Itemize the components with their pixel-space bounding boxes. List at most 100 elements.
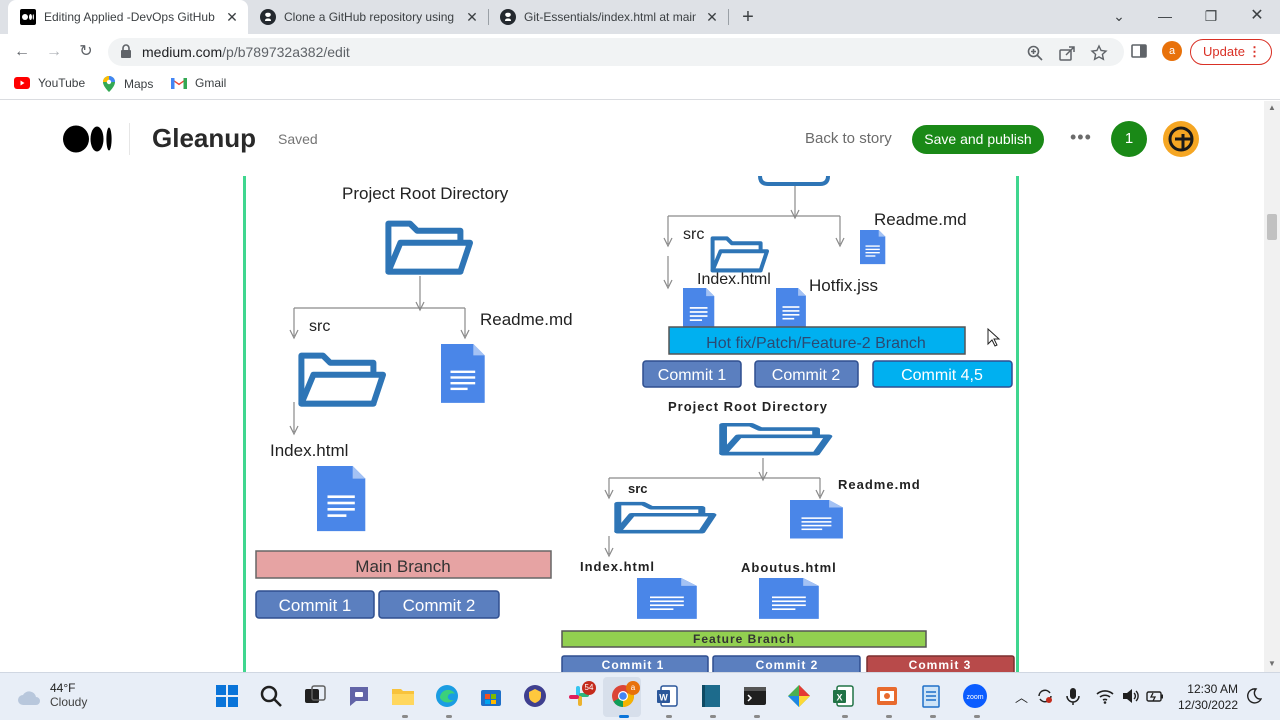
chrome-icon[interactable] xyxy=(610,683,636,709)
left-index-doc-icon xyxy=(317,466,366,532)
left-commit-1-label: Commit 1 xyxy=(279,596,352,615)
wifi-icon[interactable] xyxy=(1096,688,1114,704)
close-tab-icon[interactable]: ✕ xyxy=(706,9,718,25)
top-right-readme-doc-icon xyxy=(860,230,886,265)
running-indicator xyxy=(842,715,848,718)
notifications-badge[interactable]: 1 xyxy=(1111,121,1147,157)
reload-icon[interactable]: ↻ xyxy=(79,43,93,60)
browser-toolbar: ← → ↻ medium.com/p/b789732a382/edit a Up… xyxy=(0,34,1280,70)
tab-clone-github[interactable]: Clone a GitHub repository using ✕ xyxy=(248,0,488,34)
left-root-label: Project Root Directory xyxy=(342,184,509,203)
publication-name[interactable]: Gleanup xyxy=(152,123,257,153)
top-right-index-doc-icon xyxy=(683,288,715,331)
tab-title: Clone a GitHub repository using xyxy=(284,10,455,24)
weather-widget[interactable]: 44°F Cloudy xyxy=(16,681,87,709)
edge-browser-icon[interactable] xyxy=(434,683,460,709)
minimize-button[interactable]: — xyxy=(1158,8,1172,24)
slack-notification-badge: 54 xyxy=(582,681,596,695)
profile-avatar[interactable]: a xyxy=(1162,41,1182,61)
top-right-tree-connector xyxy=(667,186,841,286)
close-tab-icon[interactable]: ✕ xyxy=(466,9,478,25)
excel-icon[interactable]: X xyxy=(830,683,856,709)
scrollbar-thumb[interactable] xyxy=(1267,214,1277,240)
share-icon[interactable] xyxy=(1058,44,1076,62)
forward-arrow-icon[interactable]: → xyxy=(46,43,62,60)
word-icon[interactable]: W xyxy=(654,683,680,709)
bottom-right-src-folder-icon xyxy=(618,504,713,532)
back-to-story-link[interactable]: Back to story xyxy=(805,130,892,147)
system-clock[interactable]: 12:30 AM 12/30/2022 xyxy=(1172,681,1238,713)
bookmark-star-icon[interactable] xyxy=(1090,44,1108,62)
windows-start-icon[interactable] xyxy=(214,683,240,709)
left-index-label: Index.html xyxy=(270,441,348,460)
presentation-app-icon[interactable] xyxy=(874,683,900,709)
feature-branch-label: Feature Branch xyxy=(693,632,795,646)
task-view-icon[interactable] xyxy=(302,683,328,709)
left-commit-1 xyxy=(255,590,375,619)
left-commit-2 xyxy=(378,590,500,619)
save-and-publish-button[interactable]: Save and publish xyxy=(912,125,1044,154)
show-hidden-icons-chevron-icon[interactable]: ︿ xyxy=(1015,690,1029,705)
bookmarks-bar: YouTube Maps Gmail xyxy=(0,70,1280,100)
windows-taskbar: 44°F Cloudy 54 a W X zoom ︿ 12:30 AM 12/… xyxy=(0,672,1280,720)
top-right-readme-label: Readme.md xyxy=(874,210,967,229)
bookmark-label: YouTube xyxy=(38,76,86,90)
app-diamond-icon[interactable] xyxy=(786,683,812,709)
restore-button[interactable]: ❐ xyxy=(1204,8,1218,24)
bookmark-youtube[interactable]: YouTube xyxy=(14,76,85,90)
notepad-icon[interactable] xyxy=(918,683,944,709)
close-tab-icon[interactable]: ✕ xyxy=(226,9,238,25)
medium-logo-icon[interactable] xyxy=(63,125,113,153)
page-scrollbar[interactable]: ▲ ▼ xyxy=(1264,101,1280,672)
sync-icon[interactable] xyxy=(1036,687,1054,705)
address-bar[interactable]: medium.com/p/b789732a382/edit xyxy=(108,38,1124,66)
side-panel-icon[interactable] xyxy=(1131,43,1147,59)
teams-chat-icon[interactable] xyxy=(346,683,372,709)
microsoft-store-icon[interactable] xyxy=(478,683,504,709)
close-window-button[interactable]: ✕ xyxy=(1250,7,1264,24)
top-right-hotfix-label: Hotfix.jss xyxy=(809,276,878,295)
lock-icon[interactable] xyxy=(120,44,132,58)
running-indicator-active xyxy=(619,715,629,718)
file-explorer-icon[interactable] xyxy=(390,683,416,709)
github-icon xyxy=(260,9,276,25)
terminal-icon[interactable] xyxy=(742,683,768,709)
vpn-shield-icon[interactable] xyxy=(522,683,548,709)
bottom-right-aboutus-doc-icon xyxy=(759,578,819,619)
slack-icon[interactable] xyxy=(566,683,592,709)
scroll-down-arrow-icon[interactable]: ▼ xyxy=(1268,659,1276,668)
top-right-hotfix-doc-icon xyxy=(776,288,806,329)
bottom-right-commit-1-label: Commit 1 xyxy=(602,658,665,672)
focus-moon-icon[interactable] xyxy=(1246,688,1262,704)
top-right-root-folder-icon xyxy=(758,176,830,186)
running-indicator xyxy=(402,715,408,718)
user-avatar[interactable] xyxy=(1163,121,1199,157)
bottom-right-aboutus-label: Aboutus.html xyxy=(741,560,837,575)
tab-git-essentials[interactable]: Git-Essentials/index.html at main ✕ xyxy=(488,0,728,34)
browser-tab-strip: Editing Applied -DevOps GitHub ✕ Clone a… xyxy=(0,0,1280,34)
tab-editing-applied[interactable]: Editing Applied -DevOps GitHub ✕ xyxy=(8,0,248,34)
bottom-right-readme-doc-icon xyxy=(790,500,843,539)
new-tab-button[interactable]: + xyxy=(742,6,754,28)
top-right-src-folder-icon xyxy=(713,238,767,270)
youtube-icon xyxy=(14,77,30,89)
more-options-icon[interactable]: ••• xyxy=(1070,127,1092,147)
left-readme-label: Readme.md xyxy=(480,310,573,329)
battery-icon[interactable] xyxy=(1146,688,1164,704)
bookmark-maps[interactable]: Maps xyxy=(102,76,153,92)
tab-search-icon[interactable]: ⌄ xyxy=(1113,8,1125,24)
notebook-app-icon[interactable] xyxy=(698,683,724,709)
header-divider xyxy=(129,123,130,155)
microphone-icon[interactable] xyxy=(1066,687,1080,705)
search-icon[interactable] xyxy=(258,683,284,709)
zoom-icon[interactable] xyxy=(1026,44,1044,62)
zoom-app-icon[interactable]: zoom xyxy=(962,683,988,709)
back-arrow-icon[interactable]: ← xyxy=(14,43,30,60)
top-right-commit-45 xyxy=(872,360,1013,388)
volume-icon[interactable] xyxy=(1122,688,1140,704)
bookmark-gmail[interactable]: Gmail xyxy=(171,76,226,90)
scroll-up-arrow-icon[interactable]: ▲ xyxy=(1268,103,1276,112)
update-button[interactable]: Update⋮ xyxy=(1190,39,1272,65)
bottom-right-root-label: Project Root Directory xyxy=(668,399,828,414)
svg-text:zoom: zoom xyxy=(966,694,983,701)
